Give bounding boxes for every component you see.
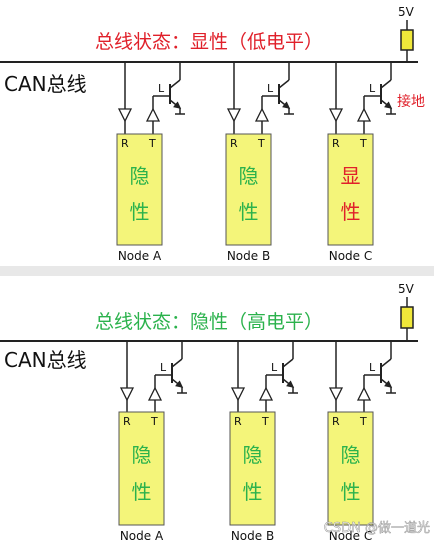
node-a: L R T 隐 性 Node A — [118, 341, 187, 543]
node-state-char: 性 — [132, 480, 152, 504]
node-state-char: 性 — [243, 480, 263, 504]
can-bus-label: CAN总线 — [4, 348, 87, 372]
node-name: Node C — [329, 249, 373, 263]
transistor-collector — [282, 358, 294, 368]
node-state-char: 隐 — [243, 443, 263, 467]
transmit-buffer — [254, 107, 270, 122]
node-c: L 接地 R T 显 性 Node C — [327, 62, 425, 263]
rx-pin-label: R — [234, 415, 242, 428]
transistor-collector — [171, 358, 183, 368]
node-state-char: 隐 — [132, 443, 152, 467]
transistor-level-label: L — [271, 361, 278, 374]
transistor-emitter — [169, 99, 182, 109]
transistor-level-label: L — [369, 82, 376, 95]
transistor-emitter — [380, 99, 393, 109]
node-name: Node A — [120, 529, 164, 543]
transistor-level-label: L — [267, 82, 274, 95]
rx-pin-label: R — [121, 137, 129, 150]
transistor-emitter — [380, 378, 393, 388]
can-bus-label: CAN总线 — [4, 72, 87, 96]
node-name: Node A — [118, 249, 162, 263]
supply-voltage-label: 5V — [398, 282, 415, 296]
panel-divider — [0, 266, 434, 276]
node-box — [327, 411, 374, 526]
receive-buffer — [226, 108, 242, 123]
supply-voltage-label: 5V — [398, 5, 415, 19]
transistor-emitter — [171, 378, 184, 388]
transmit-buffer — [258, 386, 274, 401]
rx-pin-label: R — [332, 415, 340, 428]
rx-pin-label: R — [123, 415, 131, 428]
node-b: L R T 隐 性 Node B — [225, 62, 294, 263]
receive-buffer — [117, 108, 133, 123]
watermark: CSDN @做一道光 — [324, 521, 430, 536]
transistor-emitter — [282, 378, 295, 388]
node-state-char: 性 — [341, 200, 361, 224]
node-state-char: 隐 — [130, 164, 150, 188]
transistor-collector — [380, 79, 392, 89]
rx-pin-label: R — [230, 137, 238, 150]
node-state-char: 隐 — [341, 443, 361, 467]
transistor-emitter — [278, 99, 291, 109]
transmit-buffer — [356, 107, 372, 122]
transistor-level-label: L — [158, 82, 165, 95]
transistor-level-label: L — [160, 361, 167, 374]
node-name: Node C — [329, 529, 373, 543]
transistor-level-label: L — [369, 361, 376, 374]
node-box — [225, 133, 272, 246]
receive-buffer — [328, 387, 344, 402]
node-box — [116, 133, 163, 246]
tx-pin-label: T — [359, 137, 367, 150]
node-box — [327, 133, 374, 246]
pullup-resistor — [400, 29, 414, 51]
bus-status-title: 总线状态：显性（低电平） — [95, 31, 323, 53]
node-box — [229, 411, 276, 526]
node-c: L R T 隐 性 Node C — [327, 341, 396, 543]
bus-status-title: 总线状态：隐性（高电平） — [95, 311, 323, 333]
tx-pin-label: T — [150, 415, 158, 428]
receive-buffer — [328, 108, 344, 123]
tx-pin-label: T — [148, 137, 156, 150]
transistor-collector — [278, 79, 290, 89]
node-state-char: 显 — [341, 164, 361, 188]
node-name: Node B — [231, 529, 274, 543]
node-state-char: 性 — [239, 200, 259, 224]
receive-buffer — [119, 387, 135, 402]
receive-buffer — [230, 387, 246, 402]
tx-pin-label: T — [359, 415, 367, 428]
node-state-char: 隐 — [239, 164, 259, 188]
node-state-char: 性 — [130, 200, 150, 224]
transmit-buffer — [145, 107, 161, 122]
node-box — [118, 411, 165, 526]
panel-dominant: 总线状态：显性（低电平） CAN总线 5V L R T 隐 — [0, 5, 425, 263]
node-b: L R T 隐 性 Node B — [229, 341, 298, 543]
tx-pin-label: T — [261, 415, 269, 428]
transistor-collector — [380, 358, 392, 368]
node-name: Node B — [227, 249, 270, 263]
rx-pin-label: R — [332, 137, 340, 150]
node-state-char: 性 — [341, 480, 361, 504]
transmit-buffer — [356, 386, 372, 401]
transmit-buffer — [147, 386, 163, 401]
panel-recessive: 总线状态：隐性（高电平） CAN总线 5V L R T 隐 — [0, 282, 418, 543]
pullup-resistor — [400, 306, 414, 329]
transistor-collector — [169, 79, 181, 89]
ground-note: 接地 — [397, 93, 425, 110]
node-a: L R T 隐 性 Node A — [116, 62, 185, 263]
tx-pin-label: T — [257, 137, 265, 150]
